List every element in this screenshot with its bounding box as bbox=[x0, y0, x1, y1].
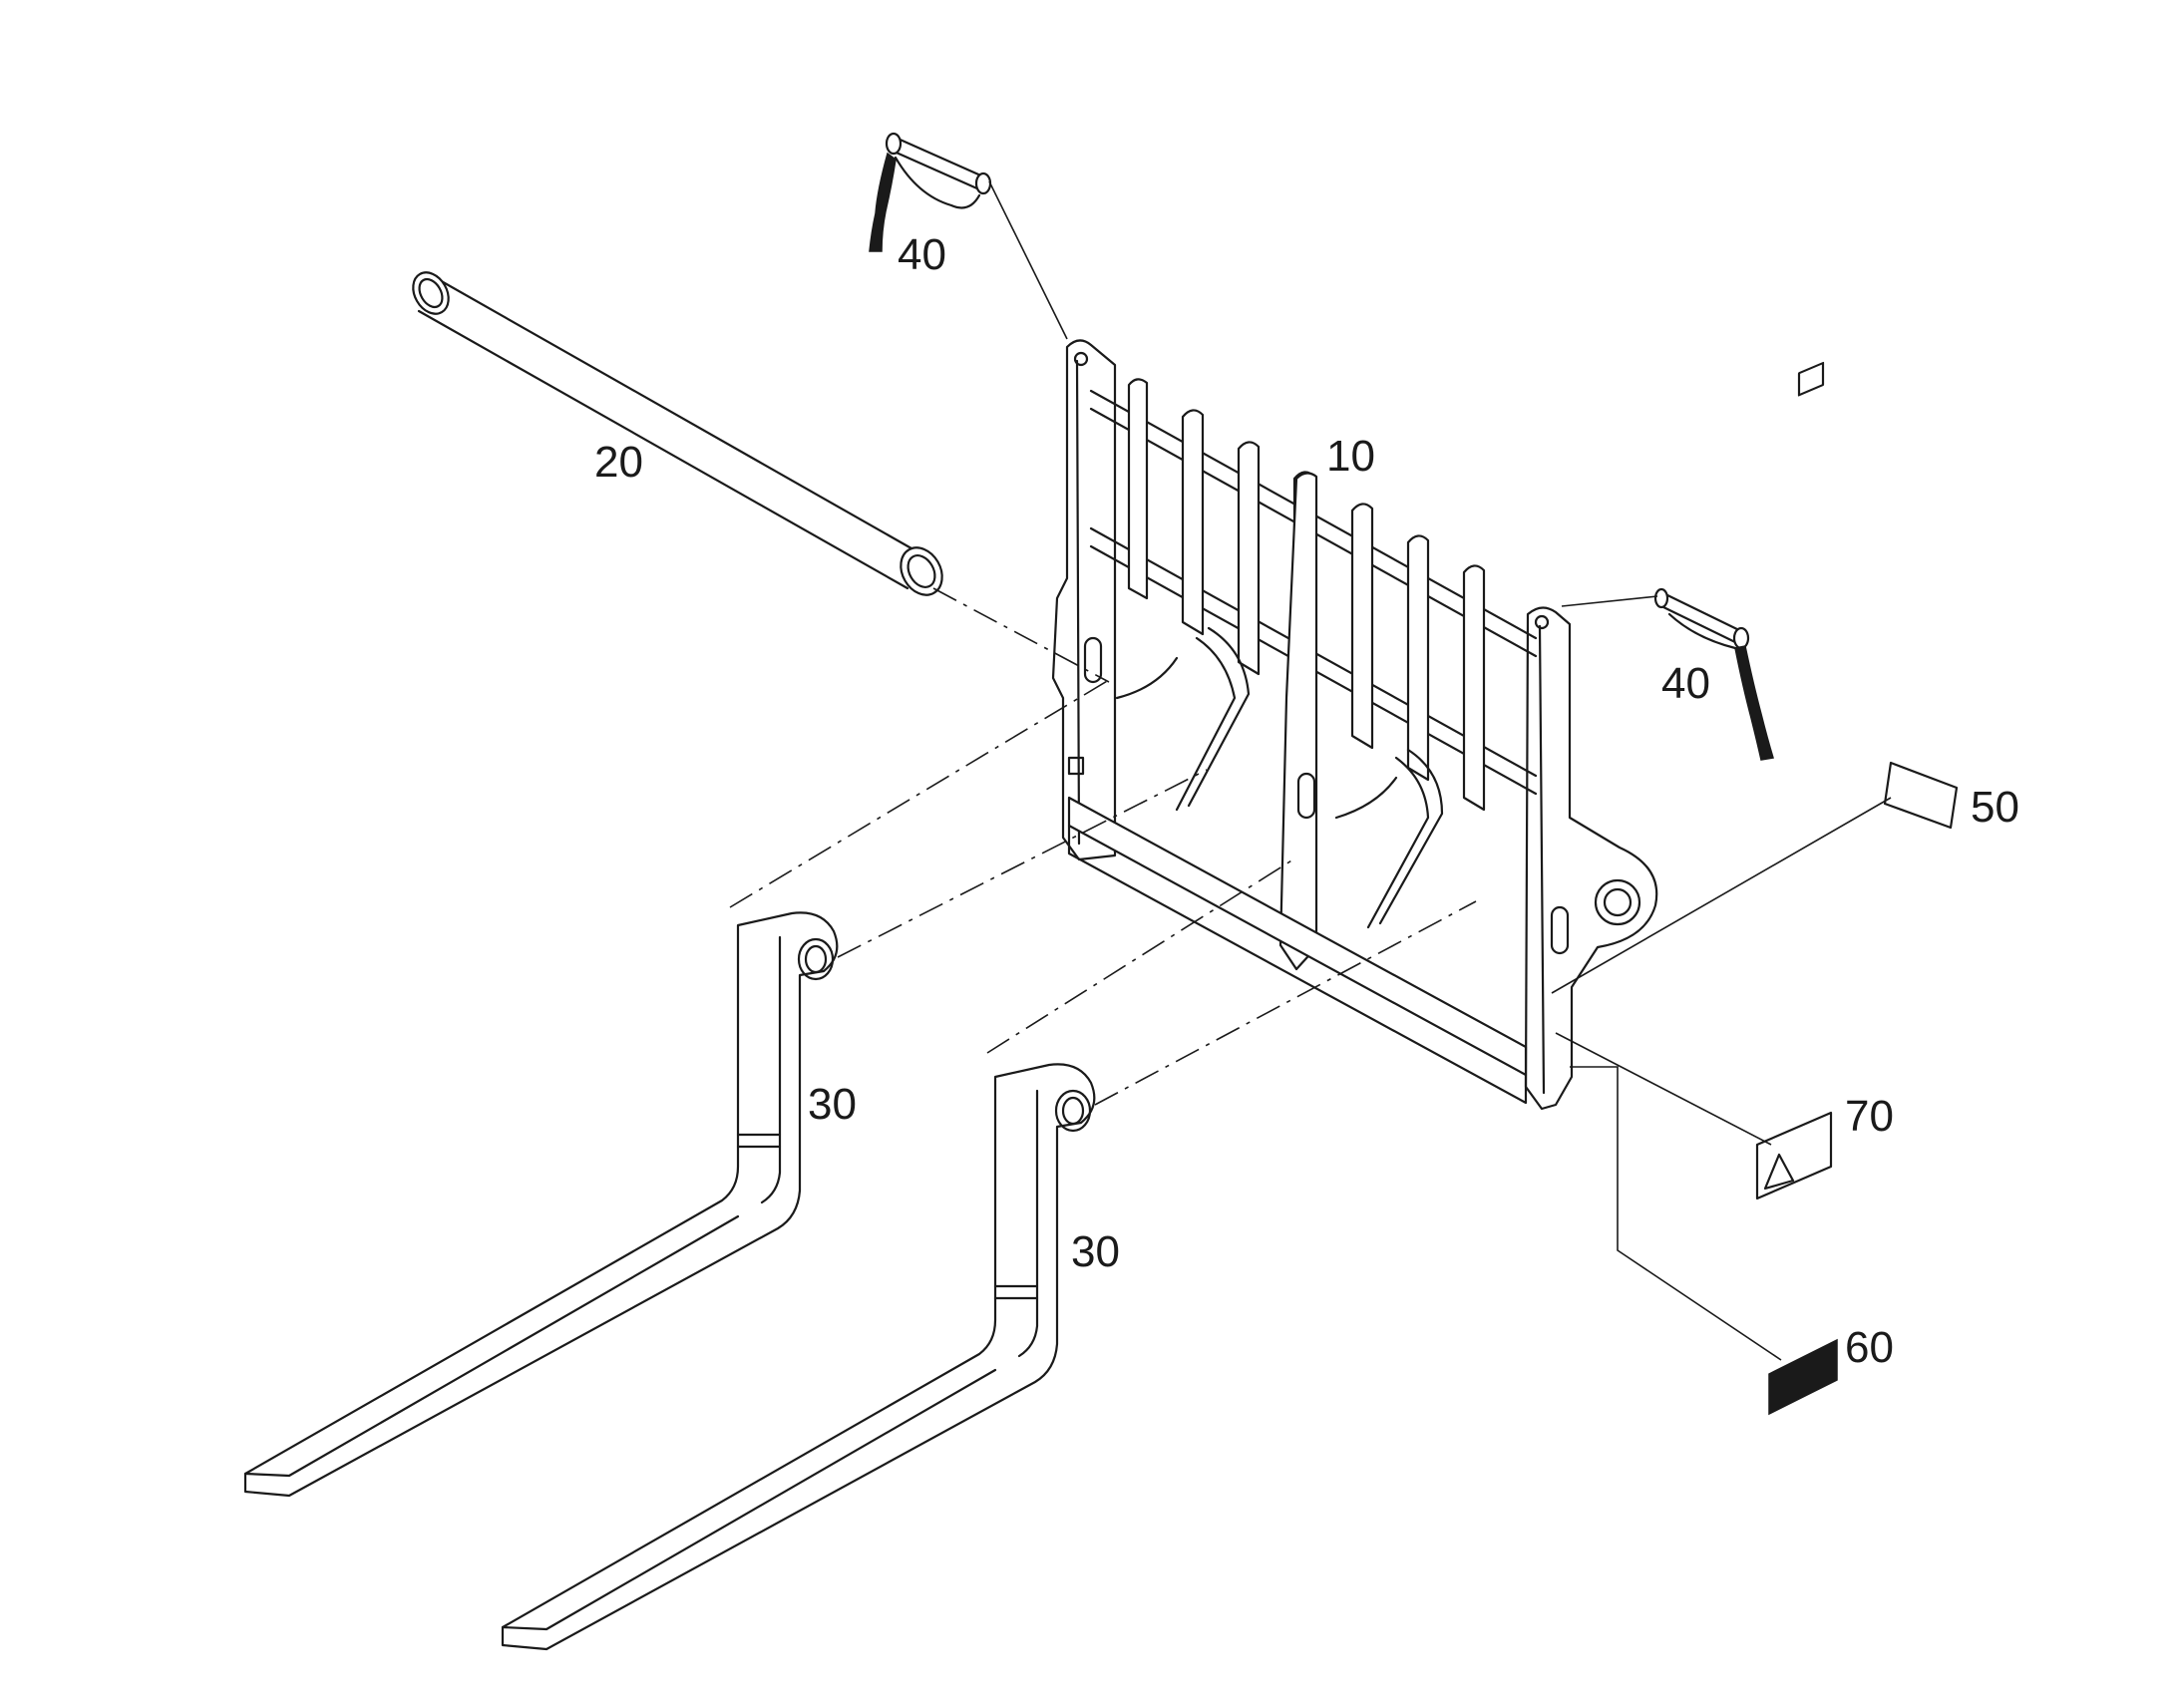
callout-20: 20 bbox=[594, 438, 643, 487]
fork-left-part-30 bbox=[243, 911, 839, 1498]
label-data-part-60 bbox=[1768, 1338, 1838, 1416]
label-warning-part-70 bbox=[1755, 361, 1833, 1200]
callout-10: 10 bbox=[1326, 432, 1375, 481]
assembly-lines bbox=[729, 587, 1477, 1106]
shaft-part-20 bbox=[412, 271, 943, 596]
callout-50: 50 bbox=[1971, 783, 2019, 832]
callout-70: 70 bbox=[1845, 1092, 1894, 1141]
callout-30-left: 30 bbox=[808, 1080, 857, 1129]
callout-40-right: 40 bbox=[1661, 659, 1710, 708]
callout-60: 60 bbox=[1845, 1323, 1894, 1372]
leader-lines bbox=[988, 180, 1892, 1361]
label-blank-part-50 bbox=[1883, 761, 1959, 830]
fork-right-part-30 bbox=[501, 1063, 1096, 1651]
callout-40-top: 40 bbox=[898, 230, 946, 279]
lock-pin-top-part-40 bbox=[869, 132, 992, 252]
callout-30-right: 30 bbox=[1071, 1227, 1120, 1276]
lock-pin-right-part-40 bbox=[1653, 587, 1774, 761]
carriage-part-10 bbox=[1051, 339, 1658, 1111]
